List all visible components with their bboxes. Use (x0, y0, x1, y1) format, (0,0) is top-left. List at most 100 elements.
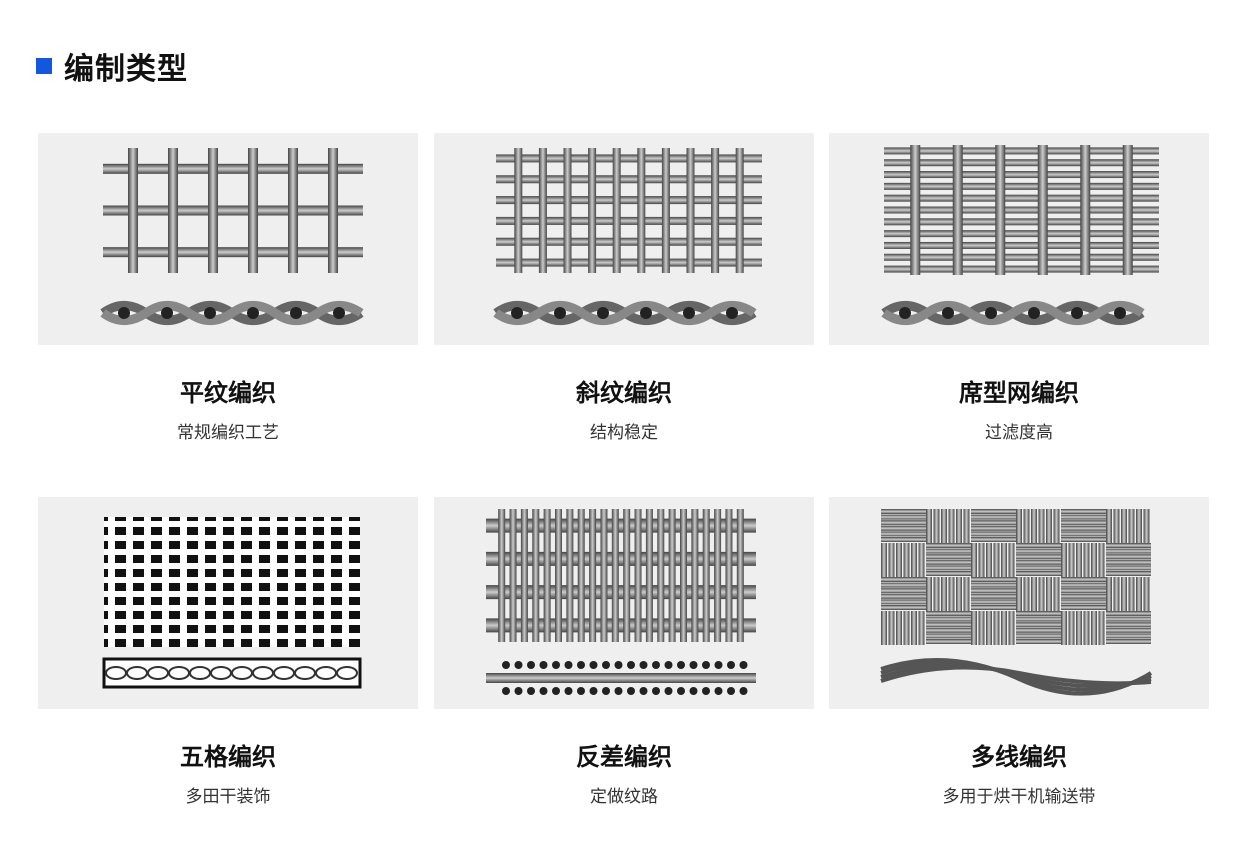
weave-image (829, 497, 1209, 709)
weave-mark (884, 194, 1159, 202)
weave-mark (677, 687, 685, 695)
weave-mark (918, 611, 925, 645)
weave-mark (884, 171, 1159, 179)
weave-mark (956, 509, 962, 543)
weave-mark (1061, 525, 1106, 531)
weave-mark (1001, 543, 1007, 577)
weave-mark (926, 543, 971, 548)
weave-mark (1071, 307, 1083, 319)
weave-mark (290, 307, 302, 319)
weave-mark (1098, 611, 1105, 645)
weave-mark (588, 148, 597, 273)
weave-mark (104, 521, 360, 527)
weave-mark (486, 551, 756, 566)
weave-mark (714, 661, 723, 669)
weave-mark (680, 509, 687, 642)
weave-mark (714, 509, 722, 642)
weave-mark (702, 661, 710, 669)
weave-mark (1091, 611, 1097, 645)
weave-mark (128, 148, 138, 273)
weave-image (434, 497, 814, 709)
weave-mark (104, 605, 360, 611)
weave-mark (926, 639, 971, 644)
weave-mark (234, 517, 241, 647)
weave-mark (1106, 571, 1151, 576)
card-subtitle: 定做纹路 (590, 787, 658, 807)
weave-mark (486, 518, 756, 533)
weave-mark (1037, 145, 1048, 275)
weave-mark (1001, 611, 1007, 645)
weave-mark (881, 599, 926, 605)
weave-mark (1046, 509, 1052, 543)
weave-mark (948, 577, 955, 611)
weave-mark (881, 509, 926, 514)
weave-mark (1016, 611, 1061, 616)
weave-mark (880, 665, 1152, 686)
card-title: 反差编织 (576, 743, 672, 771)
weave-mark (1016, 565, 1061, 571)
weave-image (829, 133, 1209, 345)
weave-mark (918, 543, 925, 577)
weave-mark (657, 509, 665, 642)
weave-mark (639, 687, 648, 695)
weave-mark (1016, 543, 1061, 548)
weave-mark (884, 265, 1159, 273)
weave-mark (896, 611, 902, 645)
weave-mark (971, 543, 977, 577)
weave-mark (942, 307, 954, 319)
weave-mark (496, 258, 762, 267)
weave-mark (971, 599, 1016, 605)
weave-mark (899, 307, 911, 319)
weave-mark (514, 148, 523, 273)
weave-mark (1053, 577, 1060, 611)
weave-mark (204, 307, 216, 319)
section-title: 编制类型 (64, 52, 188, 87)
weave-mark (926, 554, 971, 560)
weave-mark (623, 509, 631, 642)
weave-mark (1016, 616, 1061, 622)
weave-mark (881, 537, 926, 542)
weave-mark (971, 593, 1016, 599)
weave-mark (978, 543, 985, 577)
weave-mark (926, 571, 971, 576)
weave-mark (1008, 611, 1015, 645)
weave-mark (1106, 627, 1151, 633)
weave-mark (711, 148, 720, 273)
weave-mark (527, 661, 535, 669)
weave-mark (538, 148, 547, 273)
weave-mark (198, 517, 205, 647)
weave-mark (577, 661, 585, 669)
weave-mark (736, 509, 744, 642)
weave-mark (104, 619, 360, 625)
weave-mark (881, 582, 926, 588)
weave-mark (514, 661, 523, 669)
weave-mark (727, 661, 735, 669)
weave-mark (1023, 509, 1030, 543)
weave-mark (1061, 537, 1106, 542)
weave-mark (496, 237, 762, 246)
weave-mark (486, 618, 756, 633)
weave-mark (108, 517, 115, 647)
weave-mark (933, 509, 940, 543)
weave-mark (162, 517, 169, 647)
weave-mark (881, 525, 926, 531)
weave-mark (614, 661, 623, 669)
weave-mark (963, 509, 970, 543)
weave-mark (1106, 616, 1151, 622)
weave-mark (1106, 543, 1151, 548)
weave-mark (589, 509, 597, 642)
weave-mark (102, 657, 362, 689)
weave-mark (926, 627, 971, 633)
weave-mark (1061, 577, 1106, 582)
weave-mark (602, 661, 610, 669)
weave-mark (926, 509, 932, 543)
weave-mark (933, 577, 940, 611)
weave-mark (1061, 509, 1106, 514)
weave-mark (161, 307, 173, 319)
weave-mark (926, 577, 932, 611)
weave-mark (612, 148, 621, 273)
weave-mark (502, 687, 510, 695)
weave-mark (725, 509, 733, 642)
weave-mark (1061, 531, 1106, 537)
weave-card-multi: 多线编织 多用于烘干机输送带 (829, 497, 1209, 807)
